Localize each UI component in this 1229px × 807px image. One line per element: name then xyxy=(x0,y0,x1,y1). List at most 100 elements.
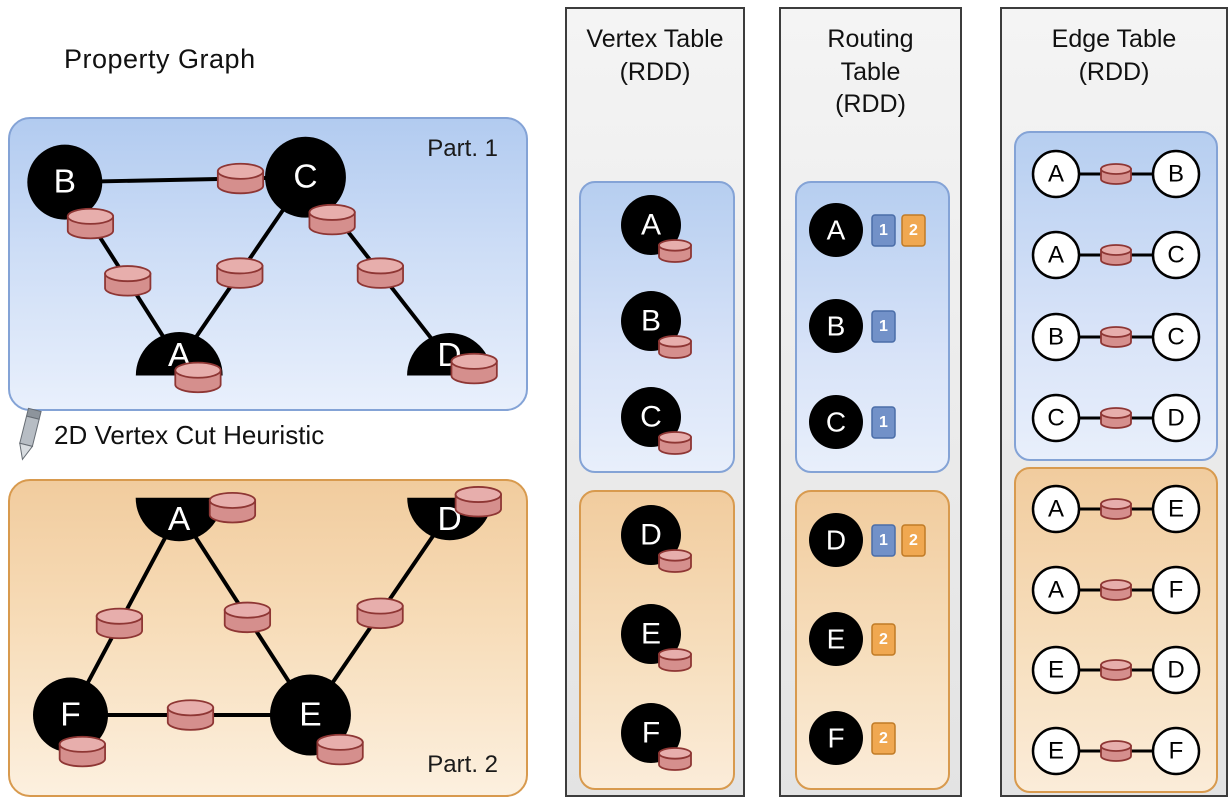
vertex-table-column: Vertex Table (RDD) A B C D xyxy=(565,7,745,797)
vertex-table-row: F xyxy=(621,702,692,771)
heuristic-label: 2D Vertex Cut Heuristic xyxy=(54,419,325,450)
label-text: A xyxy=(1048,160,1064,187)
label-text: A xyxy=(641,209,661,242)
property-cylinder-icon xyxy=(104,265,152,297)
property-cylinder-icon xyxy=(1100,659,1132,682)
label-text: B xyxy=(1048,323,1064,350)
edge-endpoint-E: E xyxy=(1151,485,1201,534)
property-cylinder-icon xyxy=(658,746,692,771)
edge-endpoint-D: D xyxy=(1151,394,1201,443)
label-text: 2 xyxy=(909,532,918,549)
heuristic-row: 2D Vertex Cut Heuristic xyxy=(10,406,324,464)
vertex-table-partition-2: D E F xyxy=(579,490,735,790)
label-text: C xyxy=(1167,242,1184,269)
label-text: A xyxy=(1048,496,1064,523)
edge-endpoint-F: F xyxy=(1151,565,1201,614)
edge-endpoint-B: B xyxy=(1031,312,1081,361)
routing-table-row: D 1 2 xyxy=(808,513,926,568)
label-text: F xyxy=(1169,737,1184,764)
property-cylinder-icon xyxy=(95,607,143,640)
routing-badge-partition-1: 1 xyxy=(870,524,896,558)
label-text: B xyxy=(1168,160,1184,187)
label-text: B xyxy=(641,305,661,338)
routing-table-title: Routing Table (RDD) xyxy=(827,25,914,118)
routing-badge-partition-2: 2 xyxy=(870,721,896,755)
edge-table-row: E D xyxy=(1031,646,1201,695)
edge-endpoint-A: A xyxy=(1031,149,1081,198)
graph-vertex-B: B xyxy=(27,144,103,220)
property-cylinder-icon xyxy=(58,735,106,768)
label-text: 2 xyxy=(909,222,918,239)
label-text: D xyxy=(1167,657,1184,684)
label-text: D xyxy=(825,525,845,556)
property-cylinder-icon xyxy=(1100,578,1132,601)
label-text: B xyxy=(54,164,76,201)
partition-2-label: Part. 2 xyxy=(427,751,498,778)
graph-vertex-C: C xyxy=(265,136,346,218)
routing-badge-partition-1: 1 xyxy=(870,310,896,343)
edge-table-row: E F xyxy=(1031,726,1201,775)
routing-badge-partition-1: 1 xyxy=(870,214,896,247)
label-text: C xyxy=(640,401,662,434)
edge-endpoint-C: C xyxy=(1151,231,1201,280)
vertex-node-B: B xyxy=(808,299,863,353)
property-cylinder-icon xyxy=(308,203,356,236)
routing-table-row: B 1 xyxy=(808,299,896,353)
routing-table-row: A 1 2 xyxy=(808,203,926,257)
label-text: F xyxy=(1169,576,1184,603)
property-cylinder-icon xyxy=(356,597,404,630)
graph-vertex-A: A xyxy=(135,497,223,542)
property-cylinder-icon xyxy=(658,549,692,574)
label-text: E xyxy=(1048,737,1064,764)
vertex-table-title: Vertex Table (RDD) xyxy=(586,25,724,86)
edge-table-row: A B xyxy=(1031,149,1201,198)
graph-vertex-F: F xyxy=(32,677,109,753)
property-cylinder-icon xyxy=(1100,325,1132,348)
property-cylinder-icon xyxy=(658,648,692,672)
label-text: E xyxy=(641,617,661,650)
property-cylinder-icon xyxy=(1100,498,1132,521)
property-cylinder-icon xyxy=(316,733,364,766)
edge-table-partition-1: A B A C B C xyxy=(1014,131,1218,461)
property-cylinder-icon xyxy=(1100,407,1132,430)
edge-endpoint-B: B xyxy=(1151,149,1201,198)
edge-endpoint-A: A xyxy=(1031,231,1081,280)
vertex-node-A: A xyxy=(808,203,863,257)
vertex-node-D: D xyxy=(808,513,863,568)
label-text: C xyxy=(1167,323,1184,350)
edge-table-row: A C xyxy=(1031,231,1201,280)
label-text: F xyxy=(642,716,660,749)
edge-table-row: B C xyxy=(1031,312,1201,361)
label-text: A xyxy=(1048,576,1064,603)
property-graph-title: Property Graph xyxy=(64,44,256,74)
vertex-table-row: E xyxy=(621,603,692,672)
vertex-table-row: C xyxy=(621,387,692,455)
property-cylinder-icon xyxy=(658,431,692,455)
edge-table-partition-2: A E A F E D xyxy=(1014,467,1218,793)
label-text: A xyxy=(826,215,845,246)
routing-badge-partition-1: 1 xyxy=(870,406,896,439)
vertex-node-E: E xyxy=(808,611,863,666)
property-cylinder-icon xyxy=(174,361,222,394)
property-cylinder-icon xyxy=(1100,739,1132,762)
label-text: F xyxy=(60,697,81,734)
vertex-table-row: D xyxy=(621,505,692,574)
property-cylinder-icon xyxy=(450,352,498,385)
edge-endpoint-C: C xyxy=(1151,312,1201,361)
label-text: A xyxy=(1048,242,1064,269)
partition-1-label: Part. 1 xyxy=(427,135,498,162)
label-text: A xyxy=(168,501,191,538)
property-cylinder-icon xyxy=(1100,244,1132,267)
property-cylinder-icon xyxy=(356,257,404,289)
property-cylinder-icon xyxy=(166,699,215,731)
property-cylinder-icon xyxy=(208,491,257,524)
property-cylinder-icon xyxy=(216,257,264,289)
routing-table-partition-2: D 1 2 E 2 F 2 xyxy=(795,490,950,790)
label-text: 2 xyxy=(879,631,888,648)
vertex-table-row: B xyxy=(621,291,692,359)
edge-table-row: A F xyxy=(1031,565,1201,614)
